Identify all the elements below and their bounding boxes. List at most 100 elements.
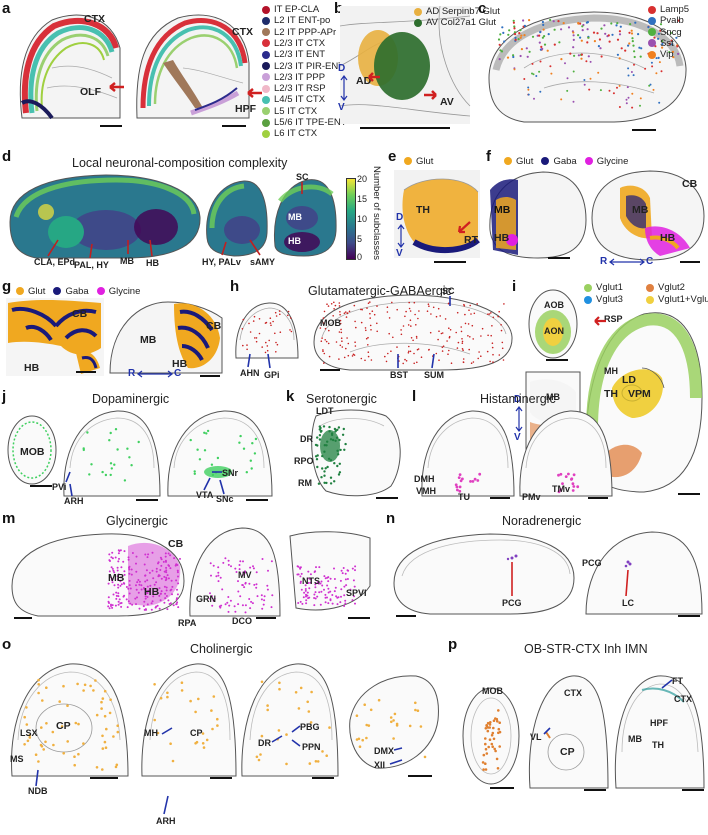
- scatter-dot: [340, 569, 343, 572]
- scatter-dot: [677, 52, 680, 56]
- scatter-dot: [86, 431, 89, 434]
- scatter-dot: [328, 329, 330, 332]
- scatter-dot: [150, 608, 153, 611]
- scatter-dot: [266, 704, 269, 707]
- scatter-dot: [151, 569, 154, 572]
- scatter-dot: [580, 57, 583, 60]
- scatter-dot: [331, 438, 335, 442]
- scatter-dot: [104, 746, 108, 749]
- scatter-dot: [655, 72, 658, 75]
- panel-a-legend-label: L2 IT PPP-APr: [274, 26, 337, 38]
- scatter-dot: [160, 564, 163, 567]
- scatter-dot: [128, 592, 131, 595]
- scatter-dot: [668, 42, 671, 45]
- scatter-dot: [603, 24, 606, 27]
- scatter-dot: [497, 38, 501, 41]
- scatter-dot: [648, 84, 651, 87]
- scatter-dot: [145, 569, 148, 572]
- scatter-dot: [329, 599, 332, 602]
- scatter-dot: [151, 600, 154, 603]
- scatter-dot: [23, 743, 26, 746]
- scatter-dot: [205, 738, 209, 742]
- axis-ventral-e: V: [396, 248, 403, 259]
- scatter-dot: [417, 317, 419, 320]
- scatter-dot: [480, 335, 482, 337]
- scatter-dot: [477, 357, 479, 360]
- panel-c-legend-label: Pvalb: [660, 15, 684, 27]
- scatter-dot: [414, 708, 417, 712]
- scatter-dot: [327, 580, 330, 583]
- panel-i-legend-swatch: [646, 283, 654, 292]
- scatter-dot: [314, 583, 317, 586]
- region-label-snr: SNr: [222, 468, 239, 478]
- scatter-dot: [193, 470, 196, 473]
- region-label-aob: AOB: [544, 300, 564, 310]
- scatter-dot: [492, 726, 495, 730]
- scatter-dot: [117, 603, 120, 606]
- scatter-dot: [486, 721, 490, 725]
- scatter-dot: [513, 68, 516, 71]
- scatter-dot: [361, 308, 363, 311]
- scatter-dot: [328, 425, 331, 429]
- scatter-dot: [152, 577, 155, 580]
- scatter-dot: [557, 20, 560, 23]
- scatter-dot: [481, 761, 485, 764]
- scatter-dot: [146, 556, 149, 559]
- scatter-dot: [392, 737, 395, 740]
- scatter-dot: [116, 569, 119, 572]
- scatter-dot: [571, 489, 575, 492]
- scatter-dot: [250, 467, 253, 470]
- scatter-dot: [478, 351, 480, 353]
- region-label-vl: VL: [530, 732, 542, 742]
- scatter-dot: [501, 341, 504, 344]
- panel-a-legend-item: L2/3 IT CTX: [262, 38, 325, 49]
- scatter-dot: [60, 725, 64, 728]
- scatter-dot: [354, 320, 356, 323]
- scatter-dot: [639, 97, 642, 100]
- scatter-dot: [339, 448, 342, 452]
- scatter-dot: [151, 551, 154, 554]
- scatter-dot: [501, 26, 504, 29]
- scatter-dot: [343, 585, 346, 588]
- panel-label-i: i: [512, 278, 517, 295]
- region-label-pbg: PBG: [300, 722, 320, 732]
- scatter-dot: [260, 598, 263, 601]
- panel-i-legend-label: Vglut1+Vglut2: [658, 294, 708, 305]
- scatter-dot: [658, 101, 661, 104]
- scatter-dot: [321, 337, 323, 339]
- scatter-dot: [176, 571, 179, 574]
- scatter-dot: [111, 606, 114, 609]
- scatter-dot: [116, 448, 119, 451]
- scatter-dot: [212, 599, 215, 602]
- panel-c-legend-swatch: [648, 5, 656, 14]
- scatter-dot: [628, 42, 631, 45]
- scatter-dot: [512, 54, 515, 57]
- scatter-dot: [323, 310, 326, 313]
- panel-j-coronal-1: [63, 410, 161, 501]
- scatter-dot: [506, 56, 510, 59]
- region-label-samy: sAMY: [250, 257, 276, 267]
- scatter-dot: [365, 723, 368, 727]
- scatter-dot: [159, 696, 163, 700]
- scatter-dot: [77, 722, 80, 726]
- colorbar-tick-5: 5: [357, 234, 363, 244]
- scatter-dot: [333, 308, 335, 310]
- scatter-dot: [566, 77, 569, 80]
- scatter-dot: [553, 43, 556, 46]
- scatter-dot: [604, 32, 607, 35]
- scatter-dot: [327, 457, 331, 460]
- region-label-hy-palv: HY, PALv: [202, 257, 241, 267]
- scatter-dot: [428, 305, 430, 307]
- scatter-dot: [58, 700, 61, 703]
- scatter-dot: [318, 438, 322, 441]
- region-label-pmv: PMv: [522, 492, 541, 502]
- scatter-dot: [324, 601, 327, 604]
- scatter-dot: [237, 603, 240, 606]
- scatter-dot: [313, 597, 316, 599]
- scatter-dot: [405, 310, 407, 313]
- axis-dorsal-b: D: [338, 63, 346, 74]
- scatter-dot: [176, 593, 179, 596]
- scatter-dot: [583, 79, 586, 81]
- scatter-dot: [162, 560, 165, 563]
- scatter-dot: [313, 604, 316, 607]
